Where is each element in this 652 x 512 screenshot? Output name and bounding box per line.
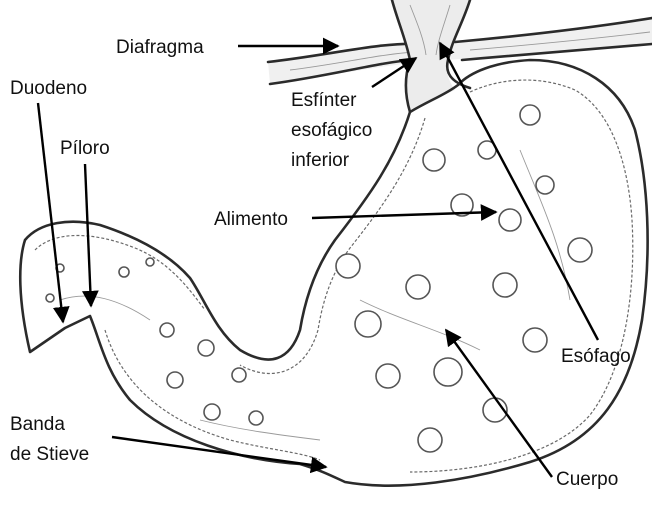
- food-particle: [499, 209, 521, 231]
- food-particle: [167, 372, 183, 388]
- label-alimento: Alimento: [214, 209, 288, 230]
- label-diafragma: Diafragma: [116, 37, 204, 58]
- food-particle: [568, 238, 592, 262]
- label-esofago: Esófago: [561, 346, 631, 367]
- label-esfinter-line1: Esfínter: [291, 90, 357, 111]
- food-particle: [146, 258, 154, 266]
- food-particle: [232, 368, 246, 382]
- food-particle: [406, 275, 430, 299]
- food-particle: [520, 105, 540, 125]
- label-banda-line2: de Stieve: [10, 444, 89, 465]
- label-cuerpo: Cuerpo: [556, 469, 618, 490]
- food-particle: [434, 358, 462, 386]
- food-particle: [204, 404, 220, 420]
- arrow-banda: [112, 437, 326, 467]
- arrow-alimento: [312, 212, 496, 218]
- arrow-piloro: [85, 164, 91, 306]
- food-particle: [493, 273, 517, 297]
- food-particle: [160, 323, 174, 337]
- food-particle: [418, 428, 442, 452]
- label-banda-line1: Banda: [10, 414, 65, 435]
- food-particle: [249, 411, 263, 425]
- label-esfinter-line3: inferior: [291, 150, 350, 171]
- food-particle: [198, 340, 214, 356]
- food-particle: [355, 311, 381, 337]
- food-particle: [46, 294, 54, 302]
- label-duodeno: Duodeno: [10, 78, 87, 99]
- label-piloro: Píloro: [60, 138, 110, 159]
- food-particle: [336, 254, 360, 278]
- arrow-duodeno: [38, 103, 63, 322]
- food-particle: [523, 328, 547, 352]
- arrow-esofago: [440, 43, 598, 340]
- food-particle: [376, 364, 400, 388]
- food-particle: [536, 176, 554, 194]
- label-esfinter-line2: esofágico: [291, 120, 372, 141]
- food-particle: [423, 149, 445, 171]
- food-particle: [119, 267, 129, 277]
